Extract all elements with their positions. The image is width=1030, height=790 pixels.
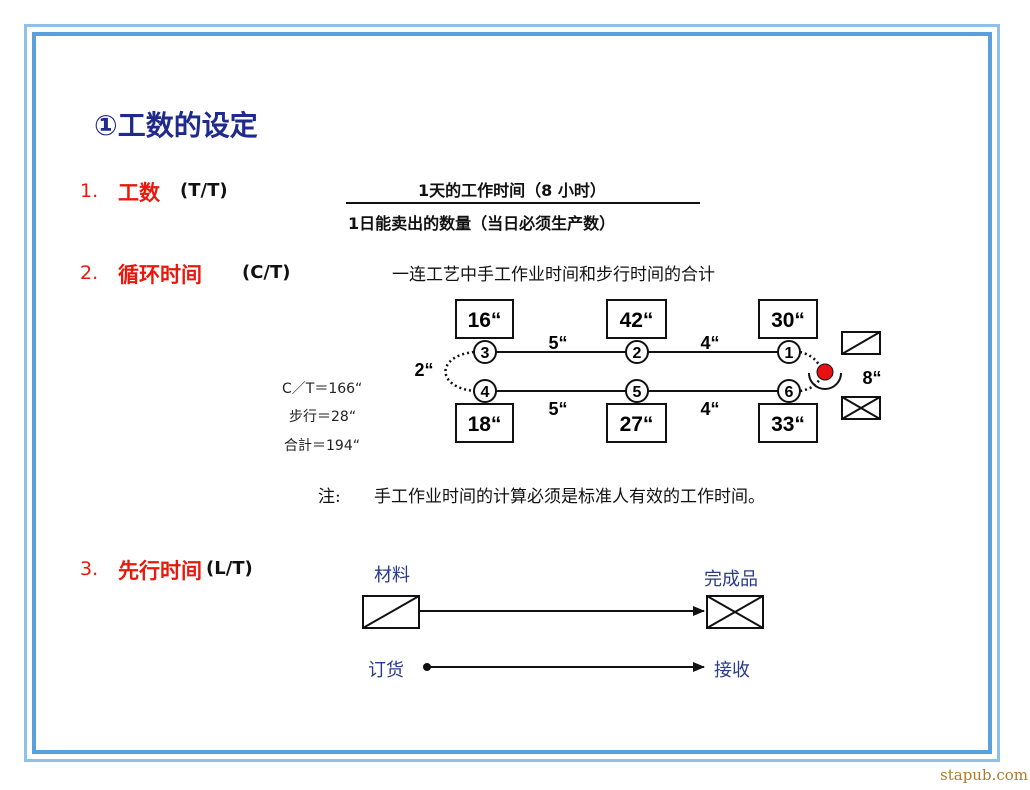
inner-frame: [32, 32, 992, 754]
note-text: 手工作业时间的计算必须是标准人有效的工作时间。: [374, 487, 765, 507]
process-time-top-3: 30“: [771, 309, 805, 332]
section2-term: 循环时间: [118, 263, 202, 287]
section3-abbr: (L/T): [206, 558, 253, 579]
outer-frame: [24, 24, 1000, 762]
note-label: 注:: [318, 487, 341, 507]
station-1: 1: [777, 340, 801, 364]
walk-time-top-right: 4“: [700, 333, 719, 353]
process-time-top-2: 42“: [620, 309, 654, 332]
summary-total: 合計＝194“: [284, 438, 360, 454]
svg-text:5: 5: [633, 384, 642, 401]
station-3: 3: [473, 340, 497, 364]
material-box-icon: [841, 331, 881, 355]
section1-abbr: (T/T): [180, 180, 228, 201]
operator-icon: [808, 363, 842, 390]
cycle-time-description: 一连工艺中手工作业时间和步行时间的合计: [392, 265, 715, 285]
process-time-bottom-1: 18“: [468, 413, 502, 436]
walk-time-top-left: 5“: [548, 333, 567, 353]
formula-denominator: 1日能卖出的数量（当日必须生产数）: [348, 214, 616, 233]
walk-time-bottom-right: 4“: [700, 399, 719, 419]
material-label: 材料: [374, 565, 410, 586]
process-box-top-2: 42“: [606, 299, 667, 339]
finished-label: 完成品: [704, 569, 758, 590]
watermark: stapub.com: [940, 766, 1028, 784]
station-4: 4: [473, 379, 497, 403]
section3-number: 3.: [80, 558, 99, 580]
walk-time-bottom-left: 5“: [548, 399, 567, 419]
process-box-bottom-3: 33“: [758, 403, 818, 443]
process-box-top-3: 30“: [758, 299, 818, 339]
page-title: ①工数的设定: [94, 109, 258, 142]
station-5: 5: [625, 379, 649, 403]
process-time-bottom-2: 27“: [620, 413, 654, 436]
summary-cycle-time: C／T＝166“: [282, 381, 363, 397]
section2-abbr: (C/T): [242, 262, 291, 283]
svg-text:1: 1: [785, 345, 794, 362]
order-label: 订货: [368, 660, 404, 681]
svg-text:6: 6: [785, 384, 794, 401]
walk-time-left: 2“: [414, 360, 433, 380]
formula-numerator: 1天的工作时间（8 小时）: [418, 181, 606, 200]
svg-text:2: 2: [633, 345, 642, 362]
fraction-line: [346, 202, 700, 204]
station-6: 6: [777, 379, 801, 403]
summary-walking: 步行＝28“: [289, 409, 357, 425]
walk-arc-left: [444, 350, 475, 393]
lead-finished-box-icon: [706, 595, 764, 629]
finished-box-icon: [841, 396, 881, 420]
section2-number: 2.: [80, 262, 99, 284]
process-box-top-1: 16“: [455, 299, 514, 339]
station-2: 2: [625, 340, 649, 364]
process-box-bottom-1: 18“: [455, 403, 514, 443]
process-time-top-1: 16“: [468, 309, 502, 332]
receive-label: 接收: [714, 660, 750, 681]
section1-number: 1.: [80, 180, 99, 202]
walk-time-right: 8“: [862, 368, 881, 388]
process-time-bottom-3: 33“: [771, 413, 805, 436]
lead-material-box-icon: [362, 595, 420, 629]
section3-term: 先行时间: [118, 559, 202, 583]
svg-text:3: 3: [481, 345, 490, 362]
process-box-bottom-2: 27“: [606, 403, 667, 443]
svg-text:4: 4: [481, 384, 490, 401]
section1-term: 工数: [118, 181, 160, 205]
